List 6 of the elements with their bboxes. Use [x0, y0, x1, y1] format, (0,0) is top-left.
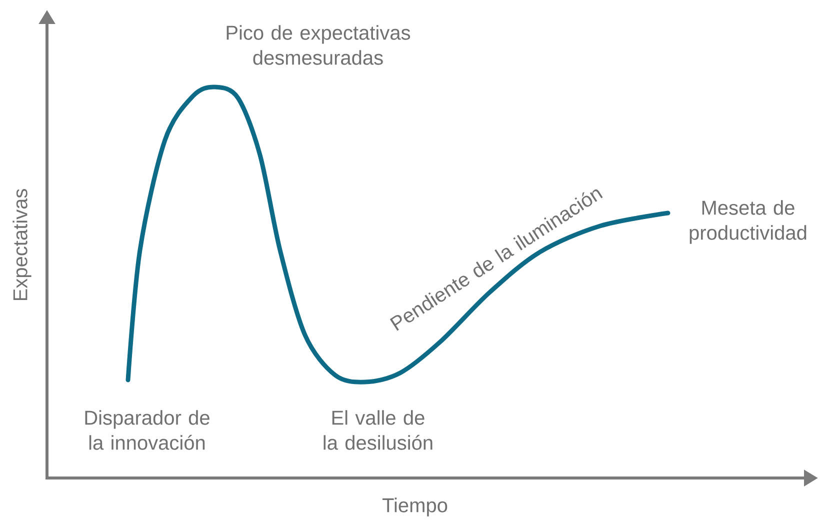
phase-label: El valle de la desilusión	[324, 410, 432, 450]
axis-label: Expectativas	[12, 189, 32, 300]
phase-label: Meseta de productividad	[690, 200, 806, 244]
axis-label: Tiempo	[382, 498, 448, 516]
phase-label: Pico de expectativas desmesuradas	[226, 25, 410, 65]
phase-label: Disparador de la innovación	[85, 410, 210, 450]
